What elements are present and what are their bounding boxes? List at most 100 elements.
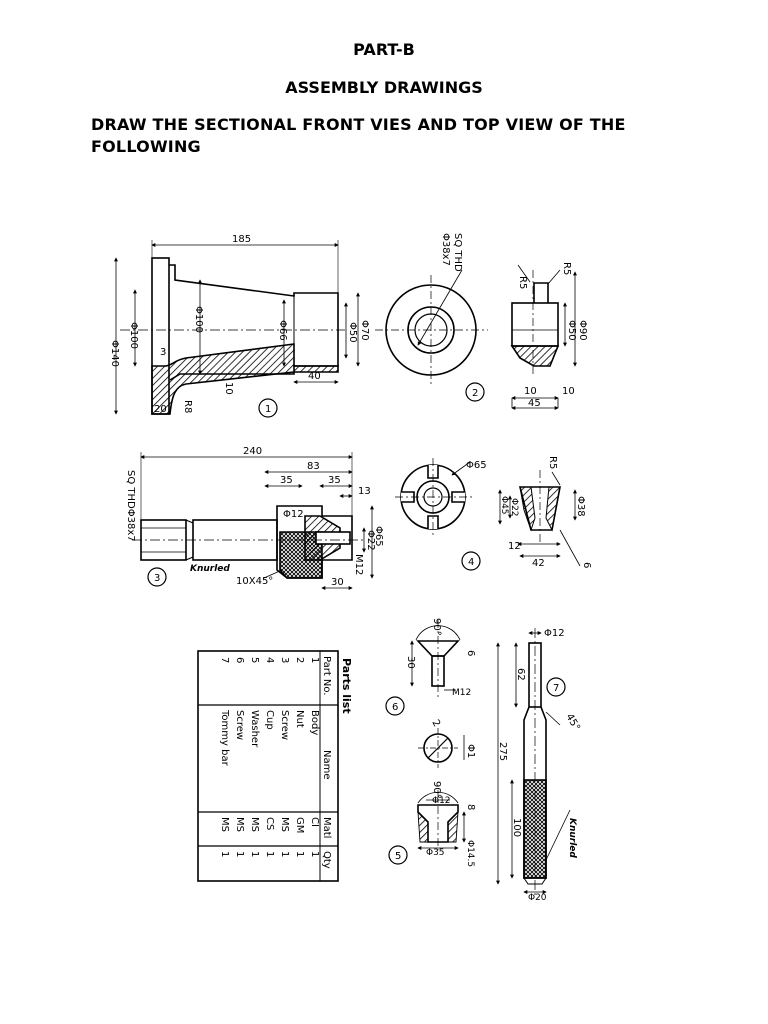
parts-list-title: Parts list [340, 658, 353, 714]
dim-10-a: 10 [524, 386, 537, 397]
mid-circle-drawing [418, 728, 465, 768]
parts-row-7-part-no: 7 [219, 657, 230, 663]
callout-5 [388, 845, 408, 865]
dim-62: 62 [515, 668, 526, 681]
dim-d12-fig7: Φ12 [544, 628, 565, 639]
dim-d45-washer: Φ45 [499, 496, 509, 515]
callout-1 [258, 398, 278, 418]
header-matl: Matl [321, 817, 332, 838]
parts-row-4-name: Cup [264, 710, 275, 730]
callout-7 [546, 677, 566, 697]
dim-45deg-fig7: 45° [563, 712, 581, 733]
parts-row-1-matl: CI [309, 817, 320, 827]
dim-d65: Φ65 [373, 526, 384, 547]
dim-8-fig5: 8 [465, 804, 476, 810]
parts-row-2-matl: GM [294, 817, 305, 833]
parts-row-6-matl: MS [234, 817, 245, 832]
dim-d22: Φ22 [365, 530, 376, 551]
parts-row-7-matl: MS [219, 817, 230, 832]
dim-d66: Φ66 [277, 320, 288, 341]
instruction-text: DRAW THE SECTIONAL FRONT VIES AND TOP VI… [91, 114, 711, 158]
dim-r8: R8 [182, 400, 193, 413]
parts-row-5-qty: 1 [249, 851, 260, 857]
washer-drawing [498, 470, 581, 567]
dim-83: 83 [307, 461, 320, 472]
dim-d20: Φ20 [528, 893, 547, 903]
dim-d50-cup: Φ50 [566, 320, 577, 341]
dim-d14-5-fig5: Φ14.5 [465, 840, 475, 867]
parts-row-3-name: Screw [279, 710, 290, 740]
dim-d90: Φ90 [577, 320, 588, 341]
callout-1-number: 1 [265, 404, 271, 415]
label-knurled-fig7: Knurled [567, 818, 577, 858]
dim-12-washer: 12 [508, 541, 521, 552]
dim-d65-fig4: Φ65 [466, 460, 487, 471]
dim-d100: Φ100 [193, 306, 204, 333]
callout-4-number: 4 [468, 557, 474, 568]
parts-row-1-part-no: 1 [309, 657, 320, 663]
callout-3 [147, 567, 167, 587]
dim-35-a: 35 [280, 475, 293, 486]
dim-d12: Φ12 [283, 509, 304, 520]
dim-d100-left: Φ100 [128, 322, 139, 349]
tommy-bar-drawing [496, 628, 571, 895]
dim-20: 20 [154, 404, 167, 415]
dim-m12: M12 [353, 554, 364, 575]
dim-275: 275 [497, 742, 508, 761]
parts-row-4-part-no: 4 [264, 657, 275, 663]
callout-6 [385, 696, 405, 716]
nut-drawing [375, 269, 488, 402]
fig6-dim-text: 90° 6 30 M12 6 [392, 618, 476, 713]
dim-13: 13 [358, 486, 371, 497]
dim-d35-fig5: Φ35 [426, 848, 445, 858]
callout-3-number: 3 [154, 573, 160, 584]
dim-10: 10 [223, 382, 234, 395]
dim-d22-washer: Φ22 [509, 498, 519, 517]
parts-row-1-name: Body [309, 710, 320, 735]
parts-row-6-part-no: 6 [234, 657, 245, 663]
parts-row-5-matl: MS [249, 817, 260, 832]
part-heading: PART-B [353, 40, 415, 59]
parts-row-7-name: Tommy bar [219, 709, 230, 767]
parts-row-6-name: Screw [234, 710, 245, 740]
parts-list-table: Parts list Part No. Name Matl Qty 1BodyC… [197, 650, 353, 882]
dim-45: 45 [528, 398, 541, 409]
body-dim-text: 185 Φ140 Φ100 Φ100 Φ66 Φ70 Φ50 3 10 40 2… [109, 234, 370, 415]
callout-2 [465, 382, 485, 402]
dim-d50: Φ50 [347, 322, 358, 343]
parts-row-1-qty: 1 [309, 851, 320, 857]
dim-90deg-fig5: 90° [431, 781, 442, 799]
dim-3: 3 [160, 347, 166, 358]
dim-d70: Φ70 [359, 320, 370, 341]
parts-row-3-matl: MS [279, 817, 290, 832]
screw-head [276, 505, 353, 579]
dim-d1-mid: Φ1 [465, 744, 476, 758]
header-part-no: Part No. [321, 656, 332, 696]
cup-boss [533, 282, 549, 303]
parts-row-3-part-no: 3 [279, 657, 290, 663]
parts-row-7-qty: 1 [219, 851, 230, 857]
dim-90deg-fig6: 90° [431, 618, 442, 636]
callout-5-number: 5 [395, 851, 401, 862]
dim-30: 30 [331, 577, 344, 588]
fig6-drawing [385, 620, 461, 716]
cup-body [511, 302, 559, 347]
screw-dim-text: 240 83 35 35 13 SQ THDΦ38x7 Φ12 Φ65 Φ22 … [125, 446, 384, 588]
fig4-drawing [395, 458, 481, 571]
dim-240: 240 [243, 446, 262, 457]
parts-row-5-part-no: 5 [249, 657, 260, 663]
header-name: Name [321, 750, 332, 780]
dim-35-b: 35 [328, 475, 341, 486]
dim-185: 185 [232, 234, 251, 245]
dim-10x45: 10X45° [236, 576, 273, 587]
callout-7-number: 7 [553, 683, 559, 694]
callout-2-number: 2 [472, 388, 478, 399]
header-qty: Qty [321, 851, 332, 869]
dim-sq-thd-38x7: SQ THDΦ38x7 [125, 470, 136, 542]
section-heading: ASSEMBLY DRAWINGS [285, 78, 483, 97]
dim-r5-a: R5 [517, 276, 528, 289]
parts-row-2-name: Nut [294, 710, 305, 728]
fig4-dim-text: Φ65 4 [466, 460, 487, 568]
dim-40: 40 [308, 371, 321, 382]
